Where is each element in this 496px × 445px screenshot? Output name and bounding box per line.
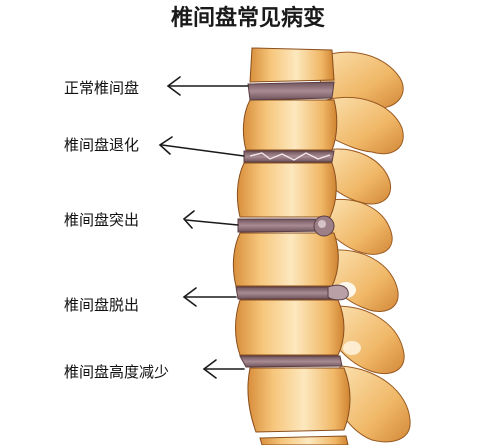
- arrow-disc-extrusion: [182, 287, 237, 307]
- arrow-disc-degeneration: [158, 136, 245, 157]
- intervertebral-discs: [235, 81, 349, 368]
- label-disc-extrusion: 椎间盘脱出: [64, 296, 139, 314]
- label-group: 正常椎间盘 椎间盘退化 椎间盘突出 椎间盘脱出 椎间盘高度减少: [64, 79, 169, 381]
- arrow-normal-disc: [166, 76, 249, 96]
- label-normal-disc: 正常椎间盘: [64, 79, 139, 97]
- label-disc-degeneration: 椎间盘退化: [64, 136, 139, 154]
- label-disc-herniation: 椎间盘突出: [64, 211, 139, 229]
- vertebral-bodies: [232, 47, 351, 445]
- spinal-processes: [317, 51, 411, 443]
- label-disc-height-loss: 椎间盘高度减少: [64, 363, 169, 381]
- arrow-disc-height-loss: [202, 359, 245, 379]
- arrow-disc-herniation: [182, 210, 239, 229]
- pointer-arrows: [158, 76, 249, 379]
- page-title: 椎间盘常见病变: [171, 5, 325, 31]
